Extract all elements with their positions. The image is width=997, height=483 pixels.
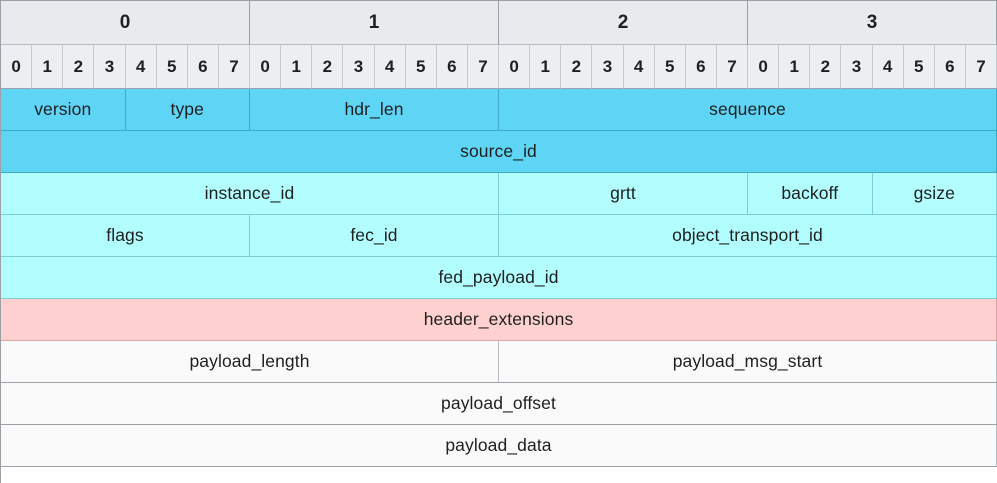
bit-index-27: 3	[841, 45, 873, 89]
field-instance-id: instance_id	[1, 173, 499, 215]
bit-index-0: 0	[1, 45, 33, 89]
bit-index-8: 0	[250, 45, 282, 89]
field-fed-payload-id: fed_payload_id	[1, 257, 997, 299]
field-flags: flags	[1, 215, 250, 257]
field-payload-length: payload_length	[1, 341, 499, 383]
bit-index-23: 7	[716, 45, 748, 89]
field-version: version	[1, 89, 126, 131]
bit-index-29: 5	[903, 45, 935, 89]
bit-index-31: 7	[965, 45, 997, 89]
bit-index-4: 4	[125, 45, 157, 89]
bit-index-9: 1	[281, 45, 313, 89]
bit-index-15: 7	[467, 45, 499, 89]
field-source-id: source_id	[1, 131, 997, 173]
byte-index-1: 1	[250, 1, 499, 45]
bit-index-17: 1	[530, 45, 562, 89]
bit-index-12: 4	[374, 45, 406, 89]
bit-index-25: 1	[779, 45, 811, 89]
bit-index-21: 5	[654, 45, 686, 89]
bit-index-18: 2	[561, 45, 593, 89]
packet-field-row: payload_data	[1, 425, 997, 467]
field-sequence: sequence	[499, 89, 997, 131]
bit-index-3: 3	[94, 45, 126, 89]
bit-index-5: 5	[156, 45, 188, 89]
bit-index-10: 2	[312, 45, 344, 89]
bit-index-2: 2	[63, 45, 95, 89]
byte-index-0: 0	[1, 1, 250, 45]
bit-index-11: 3	[343, 45, 375, 89]
packet-field-row: fed_payload_id	[1, 257, 997, 299]
bit-index-19: 3	[592, 45, 624, 89]
field-payload-offset: payload_offset	[1, 383, 997, 425]
bit-index-28: 4	[872, 45, 904, 89]
bit-index-30: 6	[934, 45, 966, 89]
byte-index-3: 3	[748, 1, 997, 45]
bit-index-16: 0	[499, 45, 531, 89]
field-object-transport-id: object_transport_id	[499, 215, 997, 257]
bit-index-13: 5	[405, 45, 437, 89]
field-backoff: backoff	[748, 173, 873, 215]
packet-field-row: payload_offset	[1, 383, 997, 425]
field-payload-msg-start: payload_msg_start	[499, 341, 997, 383]
field-hdr-len: hdr_len	[250, 89, 499, 131]
bit-index-24: 0	[748, 45, 780, 89]
field-grtt: grtt	[499, 173, 748, 215]
bit-index-6: 6	[187, 45, 219, 89]
packet-field-row: header_extensions	[1, 299, 997, 341]
field-type: type	[125, 89, 250, 131]
packet-field-row: source_id	[1, 131, 997, 173]
bit-index-7: 7	[218, 45, 250, 89]
field-header-extensions: header_extensions	[1, 299, 997, 341]
bit-index-1: 1	[32, 45, 64, 89]
field-payload-data: payload_data	[1, 425, 997, 467]
field-fec-id: fec_id	[250, 215, 499, 257]
bit-index-26: 2	[810, 45, 842, 89]
field-gsize: gsize	[872, 173, 997, 215]
bit-index-20: 4	[623, 45, 655, 89]
bit-index-14: 6	[436, 45, 468, 89]
byte-index-2: 2	[499, 1, 748, 45]
bit-index-22: 6	[685, 45, 717, 89]
